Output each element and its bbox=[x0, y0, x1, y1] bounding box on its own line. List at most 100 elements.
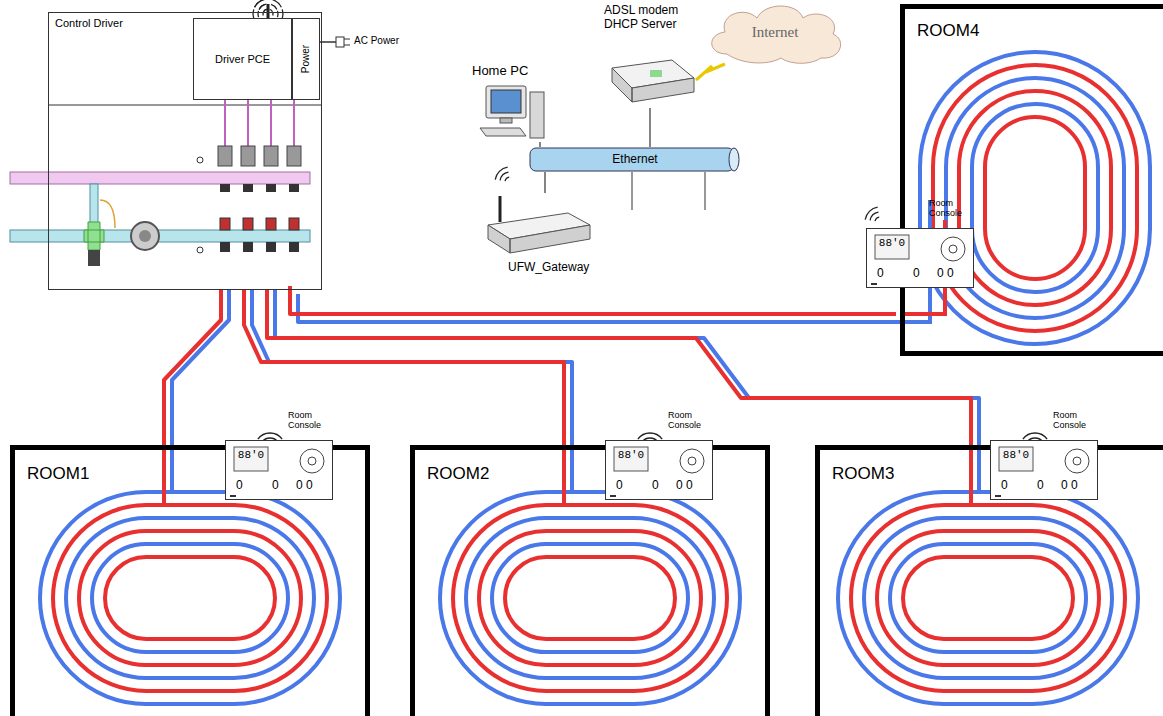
heating-coil bbox=[453, 505, 727, 691]
cable bbox=[539, 142, 540, 147]
wireless-wave bbox=[638, 433, 662, 439]
dpad bbox=[941, 237, 965, 261]
room: ROOM2 bbox=[410, 445, 770, 716]
screen bbox=[491, 90, 521, 113]
return-pipe bbox=[298, 294, 904, 322]
fitting bbox=[197, 247, 203, 253]
indicator bbox=[995, 495, 1001, 497]
valve-actuator bbox=[287, 146, 301, 166]
lcd-screen bbox=[999, 447, 1033, 471]
heating-pipe bbox=[164, 290, 229, 445]
monitor-stand bbox=[500, 118, 512, 123]
return-outlet bbox=[266, 242, 276, 252]
wireless-wave bbox=[259, 4, 266, 9]
button-label: 0 0 bbox=[296, 479, 313, 493]
node-label: Ethernet bbox=[612, 153, 657, 167]
node-label: Internet bbox=[752, 24, 799, 41]
node-label: Control Driver bbox=[55, 17, 123, 30]
room-console: Room Console88'0000 0 bbox=[605, 440, 713, 500]
panel-divider bbox=[48, 105, 322, 106]
indicator bbox=[610, 495, 616, 497]
coil-feed bbox=[562, 445, 566, 507]
console-label: Room Console bbox=[1053, 411, 1099, 431]
supply-manifold bbox=[10, 172, 310, 184]
dsl-link bbox=[696, 64, 725, 80]
heating-coil bbox=[890, 544, 1086, 652]
console-label: Room Console bbox=[668, 411, 714, 431]
node-label: ROOM3 bbox=[832, 464, 894, 484]
heating-coil bbox=[92, 544, 288, 652]
valve-actuator bbox=[218, 146, 232, 166]
lcd-readout: 88'0 bbox=[236, 449, 266, 462]
button-label: 0 bbox=[236, 479, 243, 493]
heating-coil bbox=[864, 518, 1112, 678]
indicator bbox=[230, 495, 236, 497]
monitor bbox=[486, 86, 526, 118]
console-label: Room Console bbox=[288, 411, 334, 431]
heating-coil bbox=[959, 91, 1111, 305]
return-outlet bbox=[289, 242, 299, 252]
valve-actuator bbox=[241, 146, 255, 166]
power-label: AC Power bbox=[354, 35, 399, 47]
lcd-screen bbox=[234, 447, 268, 471]
room: ROOM3 bbox=[815, 445, 1163, 716]
network-drop bbox=[705, 172, 706, 210]
modem-body bbox=[612, 68, 694, 102]
lcd-readout: 88'0 bbox=[877, 237, 907, 250]
network-drop bbox=[632, 172, 633, 210]
button-label: 0 bbox=[913, 267, 920, 281]
valve-actuator bbox=[264, 146, 278, 166]
heating-coil bbox=[79, 531, 301, 665]
heating-coil bbox=[466, 518, 714, 678]
lightning-link bbox=[696, 64, 725, 80]
gateway-body bbox=[488, 225, 590, 253]
adsl-modem: ADSL modem DHCP Server bbox=[598, 4, 696, 108]
home-pc: Home PC bbox=[468, 64, 552, 142]
node-label: ROOM4 bbox=[917, 21, 979, 41]
dpad bbox=[300, 449, 324, 473]
dpad bbox=[680, 449, 704, 473]
heating-coil bbox=[105, 557, 275, 639]
wireless-wave bbox=[865, 207, 877, 219]
room-console: Room Console88'0000 0 bbox=[990, 440, 1098, 500]
console-label: Room Console bbox=[929, 199, 975, 219]
heating-coil bbox=[985, 117, 1085, 279]
coil-feed bbox=[969, 445, 973, 507]
supply-outlet bbox=[220, 184, 230, 192]
flow-meter bbox=[220, 218, 230, 230]
heating-coil bbox=[877, 531, 1099, 665]
power-cord bbox=[320, 41, 336, 43]
return-outlet bbox=[220, 242, 230, 252]
wireless-wave bbox=[273, 0, 282, 7]
dpad-center bbox=[1073, 457, 1081, 465]
flow-meter bbox=[243, 218, 253, 230]
dpad-center bbox=[308, 457, 316, 465]
coil-feed bbox=[570, 445, 574, 494]
control-driver-box: Control DriverDriver PCEPower bbox=[48, 12, 322, 290]
tube-end bbox=[729, 148, 739, 171]
dpad-center bbox=[688, 457, 696, 465]
node-label: Driver PCE bbox=[215, 53, 270, 66]
cable bbox=[649, 108, 650, 147]
heating-coil bbox=[505, 557, 675, 639]
drain-valve bbox=[88, 250, 100, 266]
heating-coil bbox=[492, 544, 688, 652]
antenna bbox=[267, 4, 270, 18]
heating-coil bbox=[920, 52, 1150, 344]
button-label: 0 bbox=[272, 479, 279, 493]
tube-body bbox=[530, 148, 734, 171]
button-label: 0 0 bbox=[676, 479, 693, 493]
fitting bbox=[197, 157, 203, 163]
coil-feed bbox=[170, 445, 174, 494]
heating-coil bbox=[40, 492, 340, 704]
lcd-screen bbox=[875, 235, 909, 259]
button-label: 0 bbox=[1001, 479, 1008, 493]
tee-fitting bbox=[84, 222, 104, 250]
wireless-wave bbox=[500, 172, 508, 180]
internet-cloud: Internet bbox=[705, 2, 845, 64]
spacer bbox=[12, 274, 312, 275]
heating-coil bbox=[933, 65, 1137, 331]
wireless-wave bbox=[258, 433, 282, 439]
